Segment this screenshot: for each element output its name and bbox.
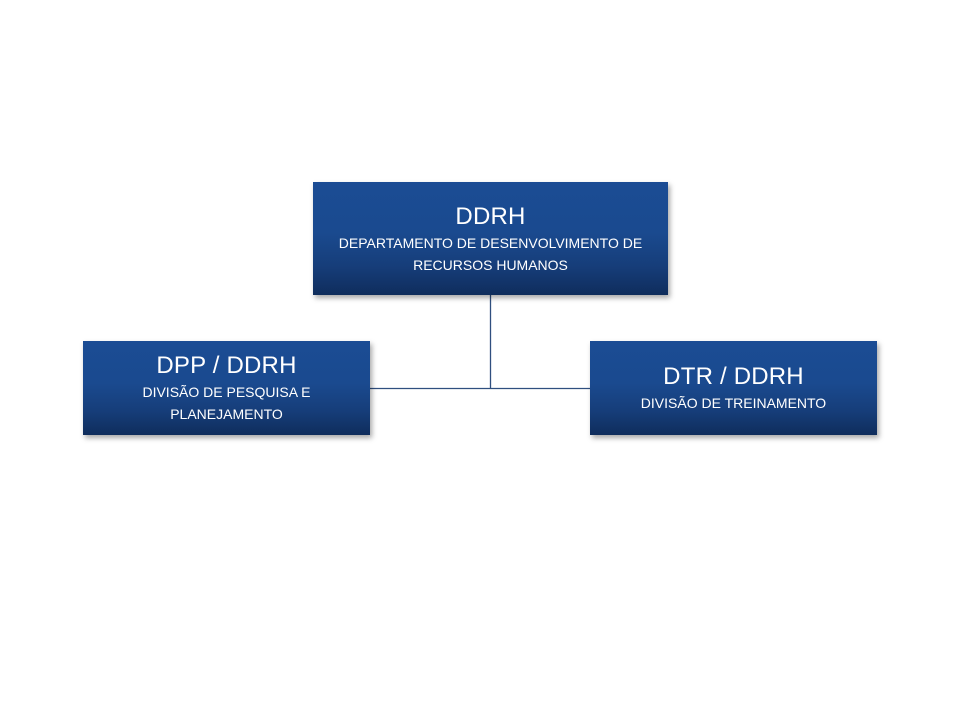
- org-node-abbreviation: DTR / DDRH: [663, 363, 804, 390]
- org-node-abbreviation: DDRH: [455, 202, 526, 230]
- org-node-dtr: DTR / DDRH DIVISÃO DE TREINAMENTO: [590, 341, 877, 435]
- org-node-full-name: DIVISÃO DE PESQUISA E PLANEJAMENTO: [142, 384, 311, 422]
- org-node-ddrh: DDRH DEPARTAMENTO DE DESENVOLVIMENTO DE …: [313, 182, 668, 295]
- org-node-abbreviation: DPP / DDRH: [156, 352, 297, 379]
- org-node-full-name: DIVISÃO DE TREINAMENTO: [640, 395, 827, 411]
- org-node-full-name: DEPARTAMENTO DE DESENVOLVIMENTO DE RECUR…: [338, 234, 643, 273]
- org-node-dpp: DPP / DDRH DIVISÃO DE PESQUISA E PLANEJA…: [83, 341, 370, 435]
